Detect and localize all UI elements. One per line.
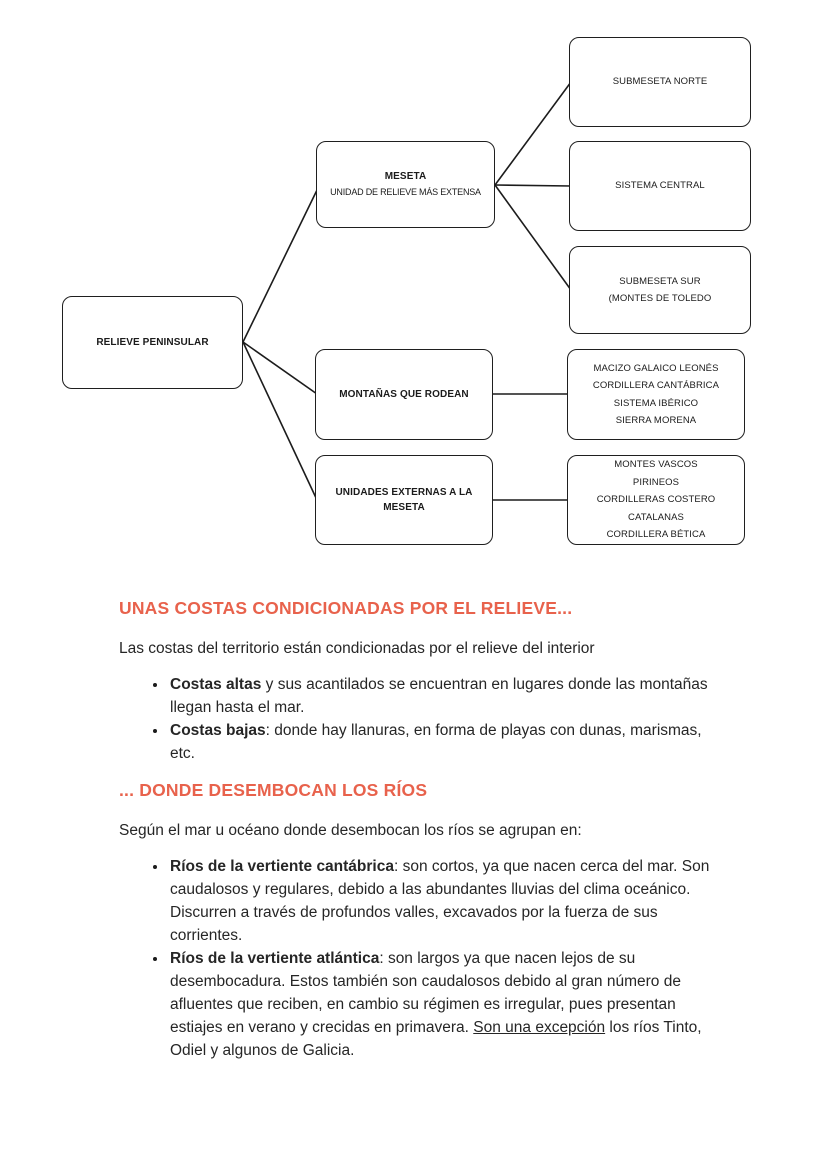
node-relieve-peninsular: RELIEVE PENINSULAR <box>62 296 243 389</box>
connector-root-meseta <box>242 187 319 343</box>
leaf-submeseta-norte: SUBMESETA NORTE <box>569 37 751 127</box>
leaf-submeseta-sur: SUBMESETA SUR(MONTES DE TOLEDO <box>569 246 751 334</box>
node-title: MONTAÑAS QUE RODEAN <box>339 389 469 400</box>
bullet-vertiente-cantabrica: Ríos de la vertiente cantábrica: son cor… <box>168 855 711 947</box>
leaf-text: SUBMESETA NORTE <box>612 76 708 88</box>
connector-meseta-norte <box>494 81 572 186</box>
connector-lines <box>242 81 572 501</box>
connector-root-unidades <box>242 341 318 501</box>
bullet-list: Ríos de la vertiente cantábrica: son cor… <box>119 855 711 1062</box>
section-intro: Las costas del territorio están condicio… <box>119 640 595 657</box>
connector-meseta-sur <box>494 184 572 291</box>
node-subtitle: UNIDAD DE RELIEVE MÁS EXTENSA <box>330 187 481 197</box>
section-heading: UNAS COSTAS CONDICIONADAS POR EL RELIEVE… <box>119 598 573 618</box>
connector-meseta-central <box>494 184 572 187</box>
node-meseta: MESETA UNIDAD DE RELIEVE MÁS EXTENSA <box>316 141 495 228</box>
relieve-diagram: RELIEVE PENINSULAR MESETA UNIDAD DE RELI… <box>0 0 828 560</box>
bullet-list: Costas altas y sus acantilados se encuen… <box>119 673 711 765</box>
node-title: MESETA <box>384 171 427 182</box>
node-title: RELIEVE PENINSULAR <box>96 337 209 348</box>
section-heading: ... DONDE DESEMBOCAN LOS RÍOS <box>119 780 428 800</box>
leaf-text: SUBMESETA SUR(MONTES DE TOLEDO <box>608 275 712 305</box>
section-intro: Según el mar u océano donde desembocan l… <box>119 822 582 839</box>
node-title: UNIDADES EXTERNAS A LA MESETA <box>335 487 473 513</box>
bullet-vertiente-atlantica: Ríos de la vertiente atlántica: son larg… <box>168 947 711 1062</box>
connector-root-montanas <box>242 341 318 395</box>
bullet-costas-bajas: Costas bajas: donde hay llanuras, en for… <box>168 719 711 765</box>
node-unidades-externas: UNIDADES EXTERNAS A LA MESETA <box>315 455 493 545</box>
node-montanas-que-rodean: MONTAÑAS QUE RODEAN <box>315 349 493 440</box>
leaf-text: SISTEMA CENTRAL <box>615 180 705 192</box>
section-rios: ... DONDE DESEMBOCAN LOS RÍOS Según el m… <box>119 780 711 1062</box>
notes-content: UNAS COSTAS CONDICIONADAS POR EL RELIEVE… <box>119 598 711 1062</box>
bullet-costas-altas: Costas altas y sus acantilados se encuen… <box>168 673 711 719</box>
section-costas: UNAS COSTAS CONDICIONADAS POR EL RELIEVE… <box>119 598 711 765</box>
leaf-sistema-central: SISTEMA CENTRAL <box>569 141 751 231</box>
